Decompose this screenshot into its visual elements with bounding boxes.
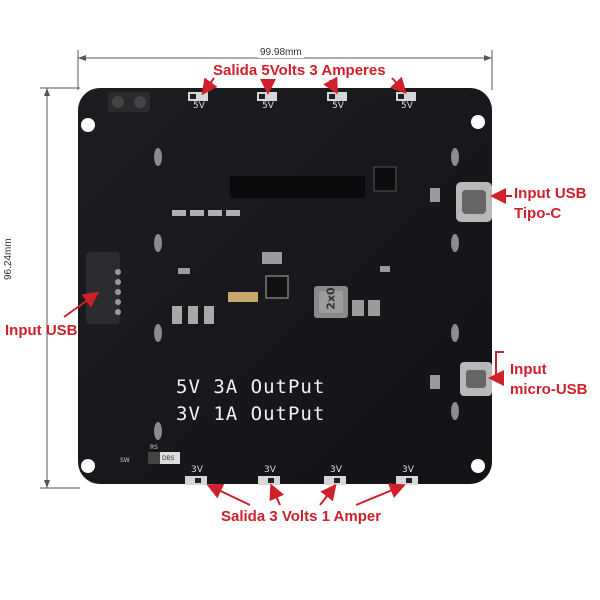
top-pin-label-3: 5V <box>332 101 344 111</box>
annotation-top-5v-output: Salida 5Volts 3 Amperes <box>213 62 386 79</box>
silk-3v-output: 3V 1A OutPut <box>176 403 326 425</box>
annotation-bottom-3v-output: Salida 3 Volts 1 Amper <box>221 508 382 525</box>
annotation-usb-c-line2: Tipo-C <box>514 205 562 222</box>
annotation-input-usb-left: Input USB <box>5 322 78 339</box>
top-pin-label-1: 5V <box>193 101 205 111</box>
silk-5v-output: 5V 3A OutPut <box>176 376 326 398</box>
annotation-micro-usb-line1: Input <box>510 361 547 378</box>
tiny-label-dbs: DBS <box>162 455 175 462</box>
annotation-micro-usb-line2: micro-USB <box>510 381 588 398</box>
annotation-usb-c-line1: Input USB <box>514 185 587 202</box>
bottom-pin-label-4: 3V <box>402 465 414 475</box>
top-pin-label-4: 5V <box>401 101 413 111</box>
width-dimension-label: 99.98mm <box>258 47 304 58</box>
bottom-pin-label-2: 3V <box>264 465 276 475</box>
tiny-label-sw: SW <box>120 457 130 464</box>
bottom-pin-label-3: 3V <box>330 465 342 475</box>
tiny-label-rs: RS <box>150 444 158 451</box>
bottom-pin-label-1: 3V <box>191 465 203 475</box>
top-pin-label-2: 5V <box>262 101 274 111</box>
